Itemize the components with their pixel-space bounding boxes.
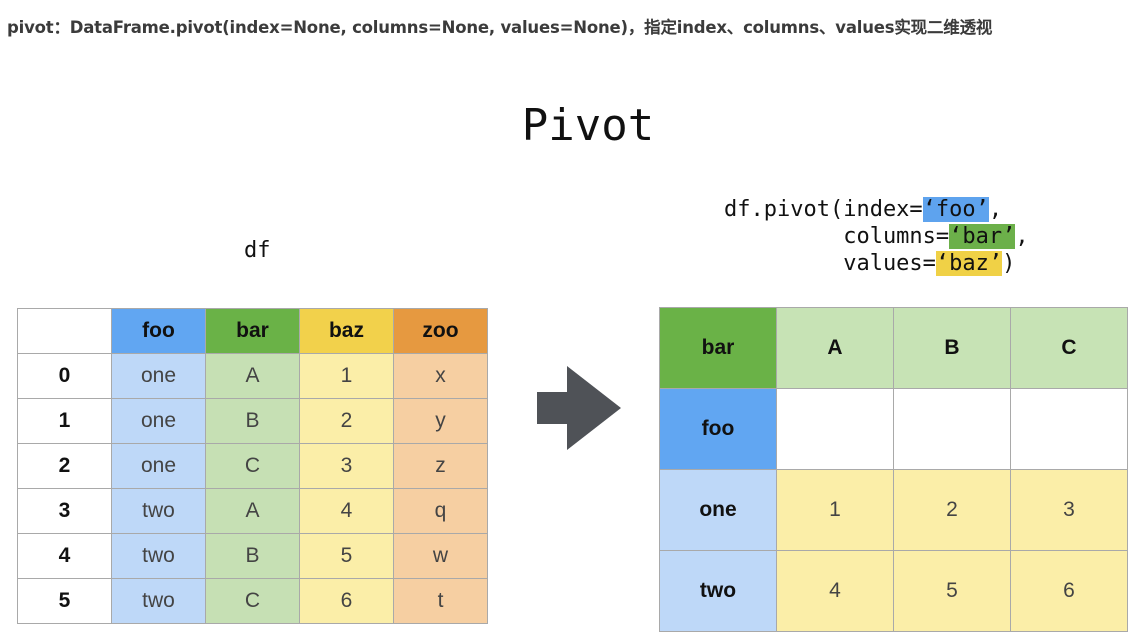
header-bar: bar	[205, 308, 300, 354]
cell-bar: C	[205, 578, 300, 624]
pivot-code: df.pivot(index=‘foo’, columns=‘bar’, val…	[724, 196, 1029, 277]
caption: pivot：DataFrame.pivot(index=None, column…	[7, 18, 993, 37]
value-cell: 1	[776, 469, 894, 551]
cell-foo: one	[111, 443, 206, 489]
value-cell: 4	[776, 550, 894, 632]
table-row: 4 two B 5 w	[17, 533, 488, 579]
value-cell: 6	[1010, 550, 1128, 632]
table-row: 3 two A 4 q	[17, 488, 488, 534]
cell-foo: one	[111, 398, 206, 444]
cell-zoo: y	[393, 398, 488, 444]
cell-bar: B	[205, 398, 300, 444]
blank-cell	[776, 388, 894, 470]
table-row: two 4 5 6	[659, 550, 1128, 632]
row-index: 0	[17, 353, 112, 399]
cell-zoo: q	[393, 488, 488, 534]
cell-bar: A	[205, 353, 300, 399]
cell-zoo: t	[393, 578, 488, 624]
cell-baz: 5	[299, 533, 394, 579]
diagram-title: Pivot	[521, 100, 655, 151]
index-name-row: foo	[659, 388, 1128, 470]
cell-bar: B	[205, 533, 300, 579]
table-row: 5 two C 6 t	[17, 578, 488, 624]
source-header-row: foo bar baz zoo	[17, 308, 488, 354]
cell-foo: two	[111, 533, 206, 579]
code-line1-suffix: ,	[988, 197, 1003, 222]
index-name-cell: foo	[659, 388, 777, 470]
header-baz: baz	[299, 308, 394, 354]
source-table: foo bar baz zoo 0 one A 1 x 1 one B 2 y …	[17, 308, 488, 624]
value-cell: 3	[1010, 469, 1128, 551]
header-zoo: zoo	[393, 308, 488, 354]
cell-zoo: w	[393, 533, 488, 579]
row-index: 4	[17, 533, 112, 579]
column-header: C	[1010, 307, 1128, 389]
cell-zoo: z	[393, 443, 488, 489]
value-cell: 2	[893, 469, 1011, 551]
row-index: 1	[17, 398, 112, 444]
column-header: B	[893, 307, 1011, 389]
blank-cell	[893, 388, 1011, 470]
blank-cell	[1010, 388, 1128, 470]
code-line1-prefix: df.pivot(index=	[724, 197, 923, 222]
row-index: two	[659, 550, 777, 632]
code-line2-prefix: columns=	[724, 224, 950, 249]
cell-bar: C	[205, 443, 300, 489]
cell-baz: 2	[299, 398, 394, 444]
cell-foo: two	[111, 578, 206, 624]
code-columns-arg: ‘bar’	[949, 224, 1016, 249]
row-index: 2	[17, 443, 112, 489]
table-row: 1 one B 2 y	[17, 398, 488, 444]
columns-name-cell: bar	[659, 307, 777, 389]
cell-zoo: x	[393, 353, 488, 399]
source-df-label: df	[244, 238, 271, 263]
cell-baz: 1	[299, 353, 394, 399]
cell-baz: 3	[299, 443, 394, 489]
code-values-arg: ‘baz’	[935, 251, 1003, 276]
cell-foo: one	[111, 353, 206, 399]
result-header-row: bar A B C	[659, 307, 1128, 389]
table-row: 0 one A 1 x	[17, 353, 488, 399]
table-row: 2 one C 3 z	[17, 443, 488, 489]
code-line2-suffix: ,	[1015, 224, 1029, 249]
column-header: A	[776, 307, 894, 389]
cell-baz: 6	[299, 578, 394, 624]
cell-bar: A	[205, 488, 300, 534]
cell-baz: 4	[299, 488, 394, 534]
code-line3-prefix: values=	[724, 251, 936, 276]
cell-foo: two	[111, 488, 206, 534]
row-index: 5	[17, 578, 112, 624]
result-table: bar A B C foo one 1 2 3 two 4 5 6	[659, 307, 1128, 632]
header-foo: foo	[111, 308, 206, 354]
right-arrow-icon	[537, 366, 621, 450]
code-index-arg: ‘foo’	[922, 197, 989, 222]
table-row: one 1 2 3	[659, 469, 1128, 551]
row-index: 3	[17, 488, 112, 534]
source-corner-cell	[17, 308, 112, 354]
value-cell: 5	[893, 550, 1011, 632]
code-line3-suffix: )	[1002, 251, 1016, 276]
row-index: one	[659, 469, 777, 551]
